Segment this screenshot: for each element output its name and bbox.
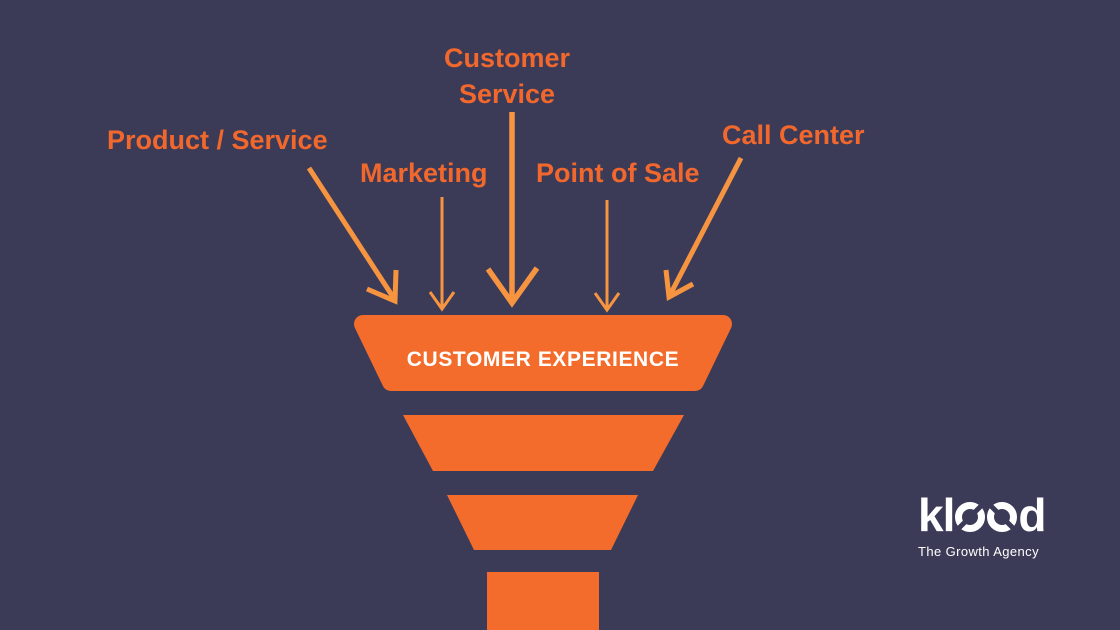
shutter-o-icon — [987, 502, 1018, 532]
point-of-sale-arrow-icon — [593, 200, 621, 313]
customer-experience-funnel — [354, 315, 732, 630]
touchpoint-label-call-center: Call Center — [722, 120, 865, 150]
funnel-tier-2 — [403, 415, 684, 471]
logo-wordmark-d: d — [1018, 489, 1046, 541]
logo-tagline: The Growth Agency — [918, 544, 1039, 559]
product-service-arrow-icon — [306, 166, 399, 305]
touchpoint-label-point-of-sale: Point of Sale — [536, 158, 700, 188]
funnel-tier-3 — [447, 495, 638, 550]
touchpoint-label-customer-service: Customer Service — [443, 43, 571, 109]
touchpoint-label-marketing: Marketing — [360, 158, 488, 188]
marketing-arrow-icon — [428, 197, 456, 312]
funnel-tier-1 — [354, 315, 732, 391]
logo-wordmark: kl d — [918, 489, 1046, 541]
klood-logo: kl d The Growth Agency — [918, 489, 1046, 559]
funnel-stage-label: CUSTOMER EXPERIENCE — [406, 348, 680, 371]
customer-service-arrow-icon — [485, 112, 540, 308]
call-center-arrow-icon — [663, 156, 744, 301]
shutter-o-icon — [955, 502, 986, 532]
funnel-tier-4 — [487, 572, 599, 630]
logo-wordmark-kl: kl — [918, 489, 955, 541]
touchpoint-label-product-service: Product / Service — [107, 125, 328, 155]
